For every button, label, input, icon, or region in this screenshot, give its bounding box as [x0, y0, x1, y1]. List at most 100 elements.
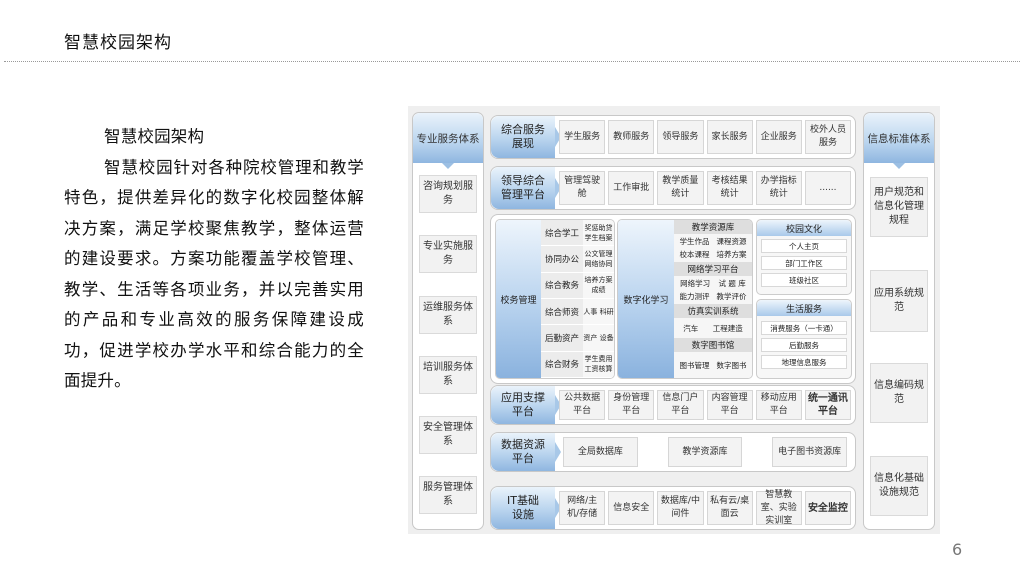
row-label: 综合服务展现 [491, 116, 561, 158]
leadership-cell: 考核结果统计 [706, 171, 753, 205]
data-cell: 电子图书资源库 [772, 437, 848, 467]
learning-item: 图书管理 [679, 360, 710, 370]
leadership-platform-row: 领导综合管理平台 管理驾驶舱 工作审批 教学质量统计 考核结果统计 办学指标统计… [490, 166, 856, 210]
leadership-cell: 教学质量统计 [657, 171, 704, 205]
affairs-item: 综合教务培养方案 成绩 [541, 272, 614, 299]
learning-item: 学生作品 [679, 237, 710, 246]
body-text: 智慧校园架构 智慧校园针对各种院校管理和教学特色，提供差异化的数字化校园整体解决… [64, 122, 364, 397]
digital-learning-panel: 数字化学习 教学资源库 学生作品 课程资源 校本课程 培养方案 网络学习平台 网… [617, 219, 753, 379]
life-service-item: 消费服务（一卡通） [761, 321, 847, 335]
service-display-row: 综合服务展现 学生服务 教师服务 领导服务 家长服务 企业服务 校外人员服务 [490, 115, 856, 159]
row-label: 领导综合管理平台 [491, 167, 561, 209]
learning-item: 数字图书 [716, 360, 747, 370]
body-paragraph: 智慧校园针对各种院校管理和教学特色，提供差异化的数字化校园整体解决方案，满足学校… [64, 157, 364, 391]
column-header: 专业服务体系 [413, 113, 483, 169]
learning-group-title: 教学资源库 [674, 220, 752, 234]
infra-cell: 智慧教室、实验实训室 [755, 490, 802, 526]
affairs-name: 后勤资产 [541, 325, 583, 351]
learning-item: 教学评价 [716, 292, 747, 301]
support-cell: 统一通讯平台 [804, 390, 852, 420]
data-resource-row: 数据资源平台 全局数据库 教学资源库 电子图书资源库 [490, 432, 856, 472]
title-divider [4, 61, 1020, 62]
affairs-detail: 公文管理 网络协同 [583, 246, 614, 272]
learning-item: 工程建造 [712, 323, 743, 333]
affairs-detail: 资产 设备 [583, 325, 614, 351]
column-item: 用户规范和信息化管理规程 [870, 177, 928, 237]
service-cell: 领导服务 [657, 120, 704, 154]
panel-header: 校园文化 [757, 220, 851, 236]
service-cell: 企业服务 [755, 120, 802, 154]
learning-group-title: 仿真实训系统 [674, 304, 752, 318]
infra-cell: 信息安全 [608, 491, 655, 525]
affairs-item: 协同办公公文管理 网络协同 [541, 246, 614, 273]
leadership-cell: 工作审批 [608, 171, 655, 205]
learning-item: 校本课程 [679, 250, 710, 259]
support-cell: 信息门户平台 [657, 390, 704, 420]
infra-cell: 数据库/中间件 [657, 491, 704, 525]
service-cell: 学生服务 [559, 120, 606, 154]
column-item: 咨询规划服务 [419, 175, 477, 213]
column-item: 运维服务体系 [419, 296, 477, 334]
column-item: 信息化基础设施规范 [870, 456, 928, 516]
affairs-item: 综合学工奖惩助贷 学生档案 [541, 220, 614, 247]
affairs-item: 综合师资人事 科研 [541, 298, 614, 326]
affairs-detail: 培养方案 成绩 [583, 272, 614, 298]
culture-item: 部门工作区 [761, 256, 847, 270]
info-standard-column: 信息标准体系 用户规范和信息化管理规程 应用系统规范 信息编码规范 信息化基础设… [863, 112, 935, 530]
affairs-detail: 人事 科研 [583, 298, 614, 325]
panel-header: 生活服务 [757, 300, 851, 316]
infra-cell: 网络/主机/存储 [559, 491, 606, 525]
column-item: 应用系统规范 [870, 270, 928, 332]
app-support-row: 应用支撑平台 公共数据平台 身份管理平台 信息门户平台 内容管理平台 移动应用平… [490, 385, 856, 425]
affairs-name: 综合学工 [541, 220, 583, 246]
learning-item: 课程资源 [716, 237, 747, 246]
support-cell: 内容管理平台 [706, 390, 753, 420]
professional-service-column: 专业服务体系 咨询规划服务 专业实施服务 运维服务体系 培训服务体系 安全管理体… [412, 112, 484, 530]
row-label: 数据资源平台 [491, 433, 561, 471]
learning-item: 网络学习 [680, 279, 711, 288]
affairs-name: 综合教务 [541, 272, 583, 298]
life-service-item: 地理信息服务 [761, 355, 847, 369]
life-services-panel: 生活服务 消费服务（一卡通） 后勤服务 地理信息服务 [756, 299, 852, 379]
data-cell: 全局数据库 [563, 437, 638, 467]
page-title: 智慧校园架构 [64, 33, 172, 53]
leadership-cell: ...... [804, 171, 852, 205]
learning-item: 试 题 库 [718, 279, 746, 288]
column-item: 培训服务体系 [419, 356, 477, 394]
column-item: 专业实施服务 [419, 235, 477, 273]
support-cell: 移动应用平台 [755, 390, 802, 420]
learning-item: 汽车 [683, 323, 699, 333]
leadership-cell: 办学指标统计 [755, 171, 802, 205]
culture-item: 个人主页 [761, 239, 847, 253]
row-label: 应用支撑平台 [491, 386, 561, 424]
column-item: 信息编码规范 [870, 363, 928, 423]
page-number: 6 [952, 540, 963, 559]
service-cell: 家长服务 [706, 120, 753, 154]
learning-group-title: 网络学习平台 [674, 262, 752, 276]
business-application-block: 校务管理 综合学工奖惩助贷 学生档案 协同办公公文管理 网络协同 综合教务培养方… [490, 214, 856, 384]
leadership-cell: 管理驾驶舱 [559, 171, 606, 205]
support-cell: 身份管理平台 [608, 390, 655, 420]
infra-cell: 私有云/桌面云 [706, 491, 753, 525]
affairs-item: 综合财务学生费用 工资核算 [541, 351, 614, 378]
affairs-item: 后勤资产资产 设备 [541, 325, 614, 352]
affairs-detail: 学生费用 工资核算 [583, 351, 614, 377]
row-label: IT基础设施 [491, 487, 561, 529]
learning-item: 培养方案 [716, 250, 747, 259]
affairs-name: 协同办公 [541, 246, 583, 272]
column-item: 安全管理体系 [419, 416, 477, 454]
infra-cell: 安全监控 [804, 491, 852, 525]
column-item: 服务管理体系 [419, 476, 477, 514]
data-cell: 教学资源库 [667, 437, 743, 467]
affairs-name: 综合师资 [541, 298, 583, 325]
body-heading: 智慧校园架构 [104, 127, 205, 146]
learning-item: 能力测评 [679, 292, 710, 301]
support-cell: 公共数据平台 [559, 390, 606, 420]
digital-learning-label: 数字化学习 [618, 220, 674, 378]
architecture-diagram: 专业服务体系 咨询规划服务 专业实施服务 运维服务体系 培训服务体系 安全管理体… [408, 106, 940, 534]
culture-item: 班级社区 [761, 273, 847, 287]
campus-culture-panel: 校园文化 个人主页 部门工作区 班级社区 [756, 219, 852, 295]
service-cell: 校外人员服务 [804, 120, 852, 154]
life-service-item: 后勤服务 [761, 338, 847, 352]
learning-group-title: 数字图书馆 [674, 338, 752, 352]
